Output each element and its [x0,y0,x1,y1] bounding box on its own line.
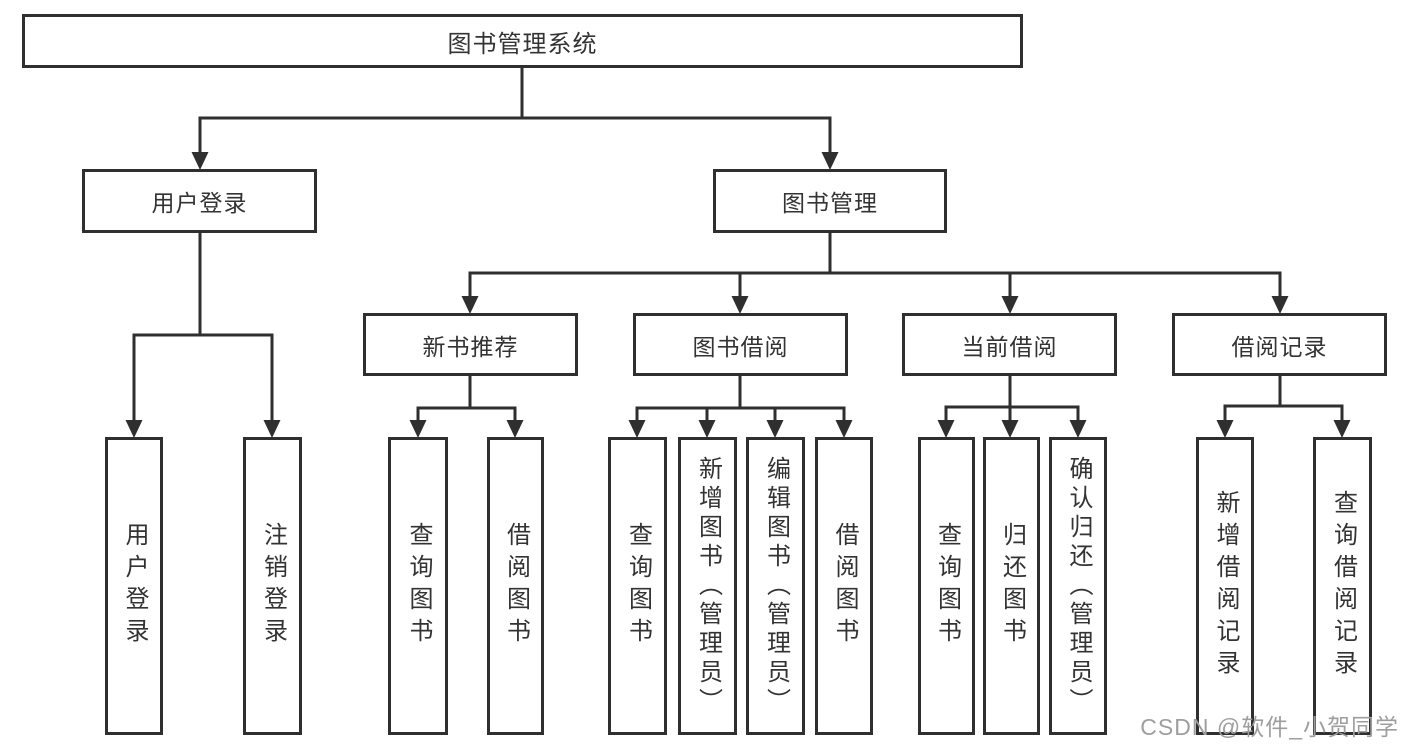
leaf-bb-add-book-admin: 新增图书（管理员） [678,437,737,735]
leaf-br-query-record-label: 查询借阅记录 [1329,490,1357,682]
leaf-br-add-record: 新增借阅记录 [1196,437,1254,735]
leaf-user-login: 用户登录 [105,437,163,735]
leaf-cb-return-book-label: 归还图书 [998,522,1026,650]
leaf-cb-query-book: 查询图书 [918,437,975,735]
leaf-br-query-record: 查询借阅记录 [1313,437,1372,735]
leaf-bb-query-book-label: 查询图书 [624,522,652,650]
leaf-cb-query-book-label: 查询图书 [933,522,961,650]
leaf-cb-return-book: 归还图书 [983,437,1040,735]
leaf-br-add-record-label: 新增借阅记录 [1212,490,1239,682]
leaf-user-login-label: 用户登录 [121,522,148,650]
csdn-watermark: CSDN @软件_小贺同学 [1140,714,1399,740]
node-borrow-record: 借阅记录 [1172,313,1387,376]
leaf-rec-borrow-book-label: 借阅图书 [502,522,530,650]
leaf-bb-borrow-book-label: 借阅图书 [831,522,858,650]
leaf-bb-edit-book-admin-label: 编辑图书（管理员） [762,455,790,717]
leaf-bb-edit-book-admin: 编辑图书（管理员） [746,437,805,735]
arrowheads [125,152,1351,438]
node-root: 图书管理系统 [22,14,1023,68]
node-book-borrow: 图书借阅 [633,313,848,376]
leaf-rec-borrow-book: 借阅图书 [487,437,544,735]
leaf-bb-query-book: 查询图书 [608,437,667,735]
node-current-borrow: 当前借阅 [902,313,1117,376]
leaf-cb-confirm-return-admin-label: 确认归还（管理员） [1065,455,1092,717]
node-book-management: 图书管理 [713,169,947,233]
leaf-rec-query-book-label: 查询图书 [405,522,432,650]
node-user-login: 用户登录 [82,169,317,233]
leaf-logout-label: 注销登录 [259,522,287,650]
leaf-cb-confirm-return-admin: 确认归还（管理员） [1049,437,1107,735]
leaf-rec-query-book: 查询图书 [388,437,448,735]
leaf-logout: 注销登录 [243,437,302,735]
node-new-book-recommend: 新书推荐 [363,313,578,376]
leaf-bb-add-book-admin-label: 新增图书（管理员） [694,455,722,717]
leaf-bb-borrow-book: 借阅图书 [815,437,873,735]
